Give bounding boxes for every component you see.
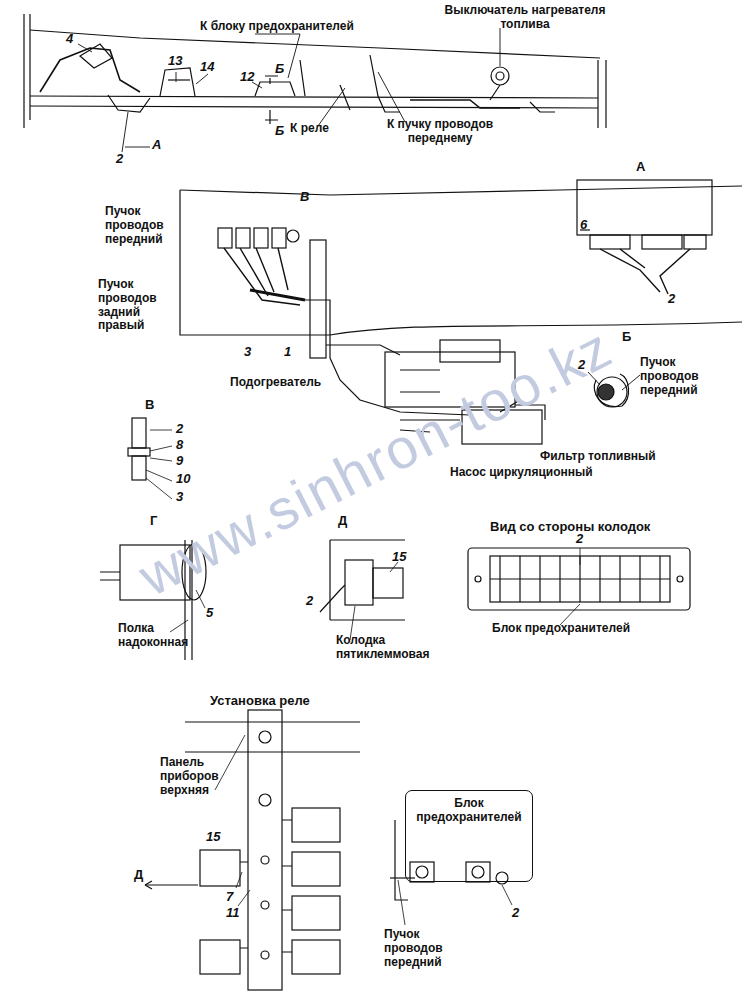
callout-number: 2 (116, 152, 123, 167)
callout-number: 2 (306, 594, 313, 609)
part-label: Панель приборов верхняя (160, 756, 250, 797)
harness-label: Пучок проводов задний правый (98, 278, 188, 333)
fuse-block: Блок предохранителей (405, 790, 533, 882)
callout-number: 15 (206, 830, 220, 845)
view-a (577, 180, 712, 294)
view-title: Вид со стороны колодок (490, 520, 650, 535)
callout-number: 7 (226, 890, 233, 905)
target-label: К блоку предохранителей (200, 20, 354, 34)
harness-label: Пучок проводов передний (105, 205, 185, 246)
view-title: Д (338, 514, 347, 529)
callout-number: 4 (66, 32, 73, 47)
callout-number: 8 (176, 438, 183, 453)
callout-number: 3 (244, 345, 251, 360)
callout-number: 2 (668, 292, 675, 307)
callout-number: 2 (578, 358, 585, 373)
part-label: Фильтр топливный (540, 450, 656, 464)
callout-number: 1 (284, 345, 291, 360)
callout-number: 2 (576, 532, 583, 547)
callout-number: 5 (206, 606, 213, 621)
callout-number: 14 (200, 60, 214, 75)
target-label: К пучку проводов переднему (385, 118, 495, 146)
part-label: Полка надоконная (118, 622, 198, 650)
callout-number: 9 (176, 454, 183, 469)
leader-lines (78, 28, 500, 152)
view-mark: Д (134, 868, 143, 883)
section-mark: Б (275, 62, 284, 77)
callout-number: 11 (226, 906, 240, 921)
fuse-block-side (468, 548, 690, 625)
view-title: Б (622, 330, 631, 345)
harness-label: Пучок проводов передний (640, 356, 720, 397)
fuse-block-front (390, 820, 512, 925)
callout-number: 3 (176, 490, 183, 505)
view-v (128, 418, 172, 499)
harness-label: Пучок проводов передний (384, 928, 474, 969)
callout-number: 10 (176, 472, 190, 487)
callout-number: 12 (240, 70, 254, 85)
part-label: Колодка пятиклеммовая (336, 634, 446, 662)
part-label: Выключатель нагревателя топлива (440, 4, 610, 32)
box-text: Блок предохранителей (406, 791, 532, 825)
part-label: Блок предохранителей (492, 622, 630, 636)
view-title: Установка реле (210, 694, 310, 709)
section-mark: Б (275, 124, 284, 139)
cab-panel (24, 14, 606, 128)
relay-installation (145, 710, 360, 990)
callout-number: 2 (176, 422, 183, 437)
view-title: Г (150, 514, 157, 529)
part-label: Насос циркуляционный (450, 466, 593, 480)
view-title: А (636, 160, 645, 175)
callout-number: 2 (512, 906, 519, 921)
callout-number: 6 (580, 218, 587, 233)
view-mark: А (152, 138, 161, 153)
target-label: К реле (290, 122, 329, 136)
callout-number: 15 (392, 550, 406, 565)
part-label: Подогреватель (230, 376, 321, 390)
view-mark: В (300, 190, 309, 205)
view-title: В (145, 398, 154, 413)
callout-number: 13 (168, 54, 182, 69)
